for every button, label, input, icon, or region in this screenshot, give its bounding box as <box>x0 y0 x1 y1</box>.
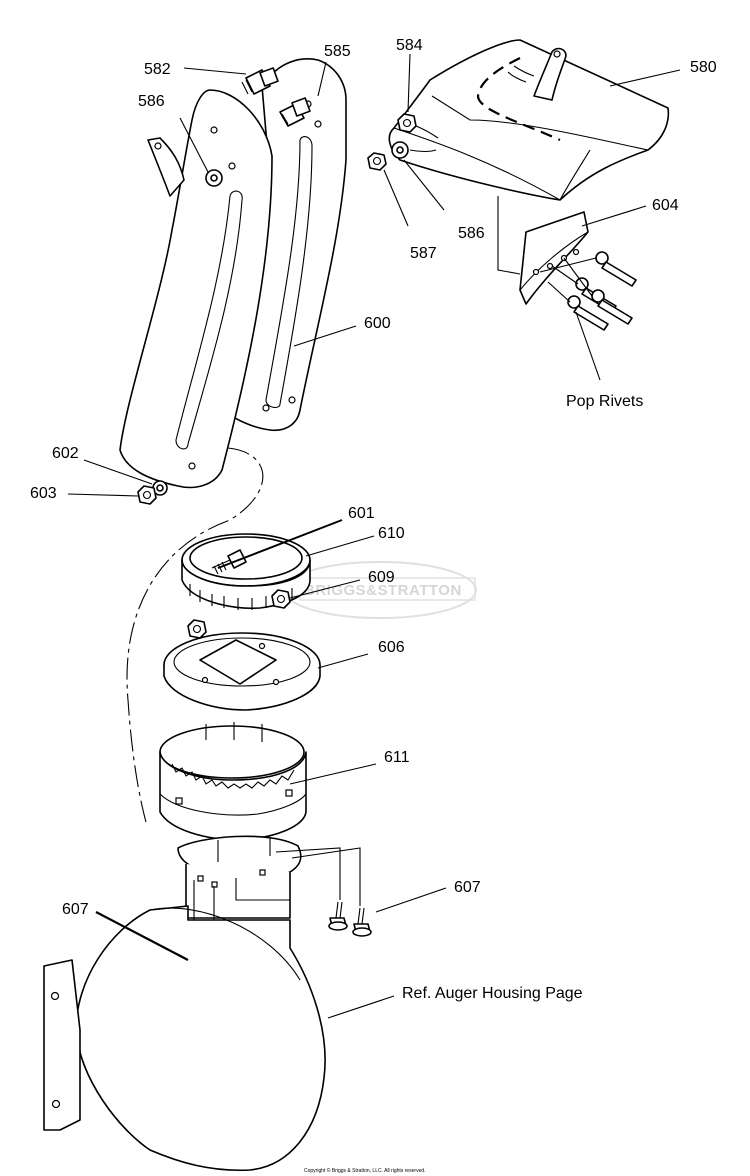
chute-base-bracket <box>177 835 302 919</box>
callout-586-lower: 586 <box>458 225 485 242</box>
washer-602 <box>152 480 168 496</box>
washer-586a <box>205 169 223 187</box>
screw-607-b <box>352 907 372 937</box>
screw-leader-lines <box>193 847 361 966</box>
callout-603: 603 <box>30 485 57 502</box>
callout-labels: 582 585 586 584 580 587 586 604 600 602 … <box>30 37 717 1002</box>
nut-584 <box>397 113 417 133</box>
callout-582: 582 <box>144 61 171 78</box>
watermark-text: BRIGGS&STRATTON <box>304 582 462 599</box>
geared-collar-611 <box>159 722 307 841</box>
nut-609 <box>271 589 291 609</box>
auger-housing-reference-label: Ref. Auger Housing Page <box>402 985 583 1002</box>
nut-603 <box>137 485 157 505</box>
screw-607-a <box>328 901 348 931</box>
bolt-hole-track <box>409 125 439 153</box>
watermark-logo: BRIGGS&STRATTON <box>283 561 477 619</box>
callout-602: 602 <box>52 445 79 462</box>
upper-ring-610 <box>181 533 311 610</box>
callout-609: 609 <box>368 569 395 586</box>
copyright-notice: Copyright © Briggs & Stratton, LLC. All … <box>304 1167 426 1174</box>
callout-610: 610 <box>378 525 405 542</box>
rivet-plate-604 <box>497 196 589 305</box>
washer-586b <box>391 141 409 159</box>
chute-cap-580 <box>388 39 670 201</box>
flange-ring-606 <box>163 632 321 711</box>
callout-587: 587 <box>410 245 437 262</box>
pop-rivets <box>539 251 637 331</box>
callout-604: 604 <box>652 197 679 214</box>
callout-586-upper: 586 <box>138 93 165 110</box>
callout-606: 606 <box>378 639 405 656</box>
auger-housing-ref <box>43 905 326 1172</box>
callout-611: 611 <box>384 749 410 766</box>
callout-580: 580 <box>690 59 717 76</box>
chute-deflector-600 <box>119 58 347 489</box>
phantom-outline <box>126 447 264 823</box>
callout-607-left: 607 <box>62 901 89 918</box>
callout-585: 585 <box>324 43 351 60</box>
bolt-585 <box>279 97 311 127</box>
nut-587 <box>367 152 387 171</box>
bolt-582 <box>241 67 279 95</box>
callout-600: 600 <box>364 315 391 332</box>
callout-601: 601 <box>348 505 375 522</box>
pop-rivets-label: Pop Rivets <box>566 393 643 410</box>
nut-left <box>187 619 207 639</box>
callout-584: 584 <box>396 37 423 54</box>
leader-lines <box>67 53 681 1019</box>
callout-607-right: 607 <box>454 879 481 896</box>
